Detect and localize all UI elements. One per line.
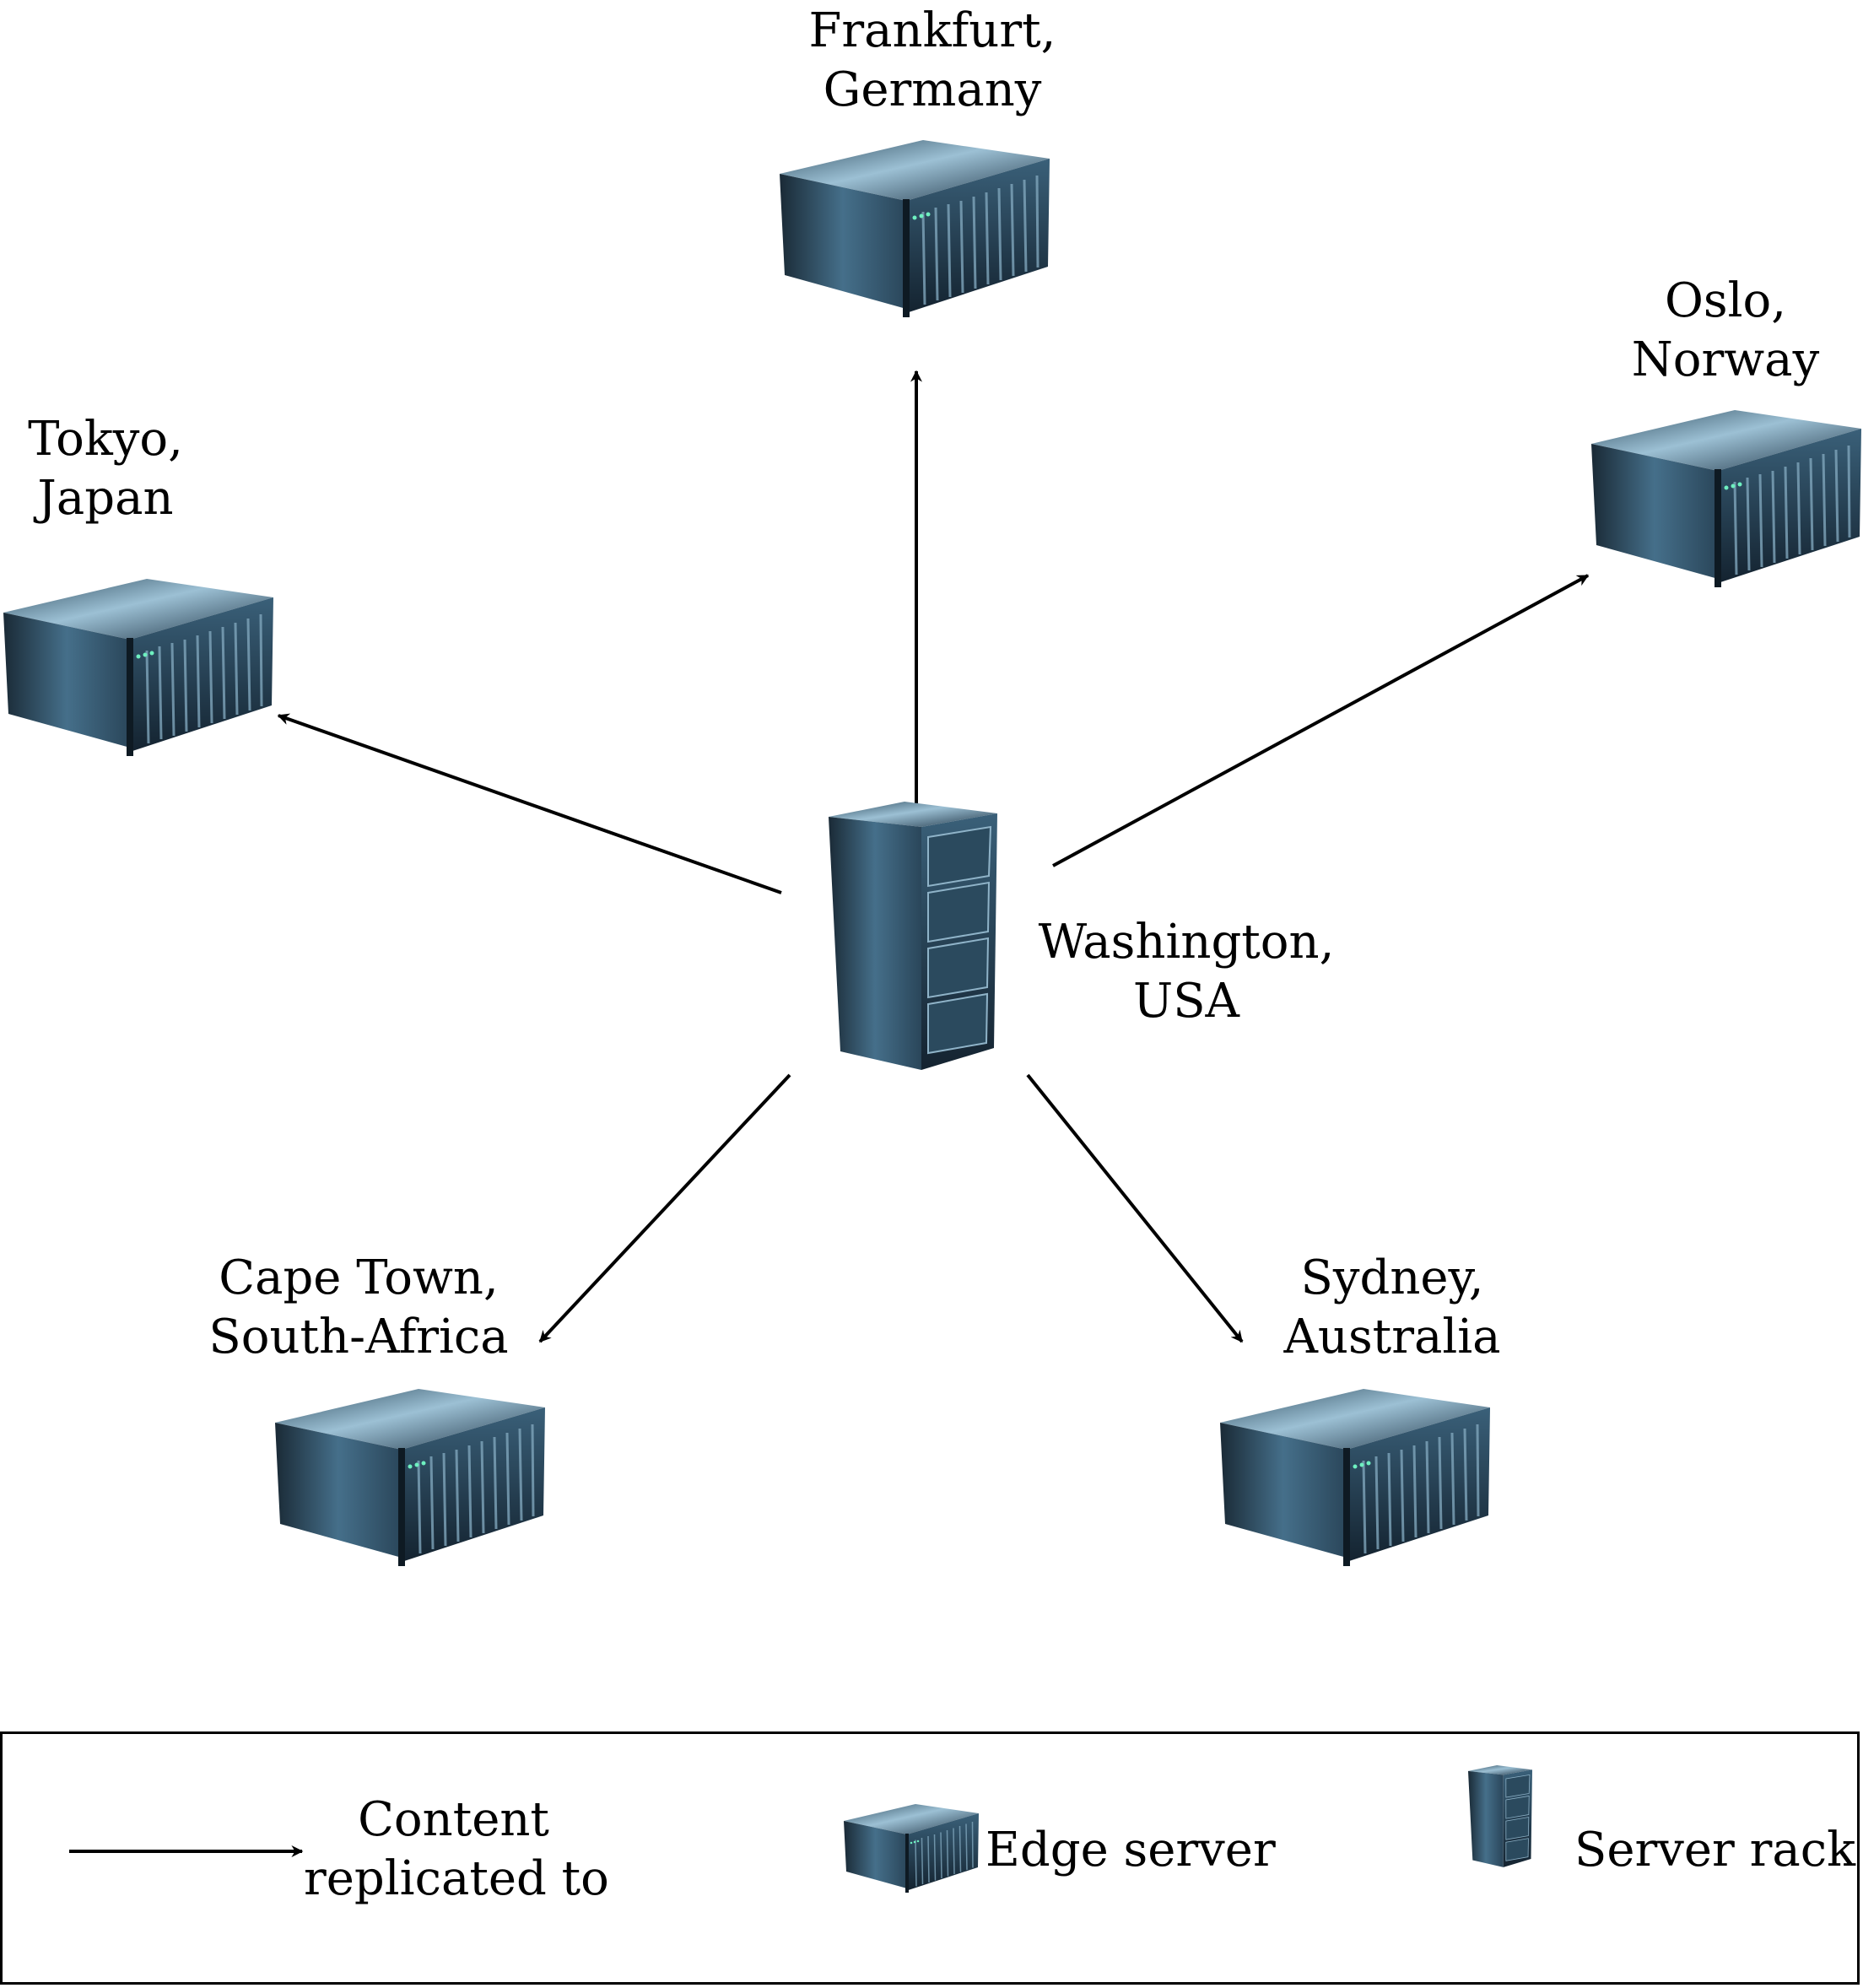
legend — [0, 1731, 1860, 1985]
label-capetown: Cape Town, South-Africa — [202, 1249, 515, 1367]
legend-rack-label: Server rack — [1574, 1823, 1856, 1877]
label-washington: Washington, USA — [1034, 913, 1338, 1031]
label-washington-line1: Washington, — [1038, 915, 1335, 970]
label-frankfurt-line1: Frankfurt, — [808, 3, 1056, 58]
label-capetown-line2: South-Africa — [208, 1310, 509, 1364]
arrow-to-sydney — [1026, 1073, 1244, 1343]
label-tokyo-line1: Tokyo, — [28, 412, 183, 467]
label-tokyo-line2: Japan — [37, 471, 174, 526]
legend-arrow-label: Content replicated to — [304, 1791, 609, 1909]
label-sydney-line1: Sydney, — [1300, 1251, 1484, 1305]
label-frankfurt: Frankfurt, Germany — [793, 2, 1072, 120]
legend-arrow-label-line2: replicated to — [304, 1851, 609, 1906]
label-oslo: Oslo, Norway — [1603, 272, 1848, 390]
label-sydney-line2: Australia — [1283, 1310, 1501, 1364]
edge-server-icon — [2, 577, 275, 758]
label-oslo-line1: Oslo, — [1664, 273, 1787, 328]
edge-server-icon — [273, 1387, 547, 1568]
label-sydney: Sydney, Australia — [1266, 1249, 1519, 1367]
label-oslo-line2: Norway — [1631, 332, 1820, 387]
legend-arrow-label-line1: Content — [358, 1792, 549, 1847]
arrow-to-tokyo — [277, 713, 782, 894]
label-frankfurt-line2: Germany — [823, 62, 1042, 117]
edge-server-icon — [1218, 1387, 1492, 1568]
legend-edge-label: Edge server — [986, 1823, 1276, 1877]
label-tokyo: Tokyo, Japan — [0, 410, 211, 528]
label-capetown-line1: Cape Town, — [219, 1251, 499, 1305]
arrow-to-capetown — [538, 1073, 791, 1343]
arrow-to-oslo — [1052, 574, 1590, 867]
edge-server-icon — [1590, 408, 1863, 589]
edge-server-icon — [778, 138, 1051, 319]
label-washington-line2: USA — [1133, 974, 1239, 1029]
server-rack-icon — [828, 801, 998, 1071]
